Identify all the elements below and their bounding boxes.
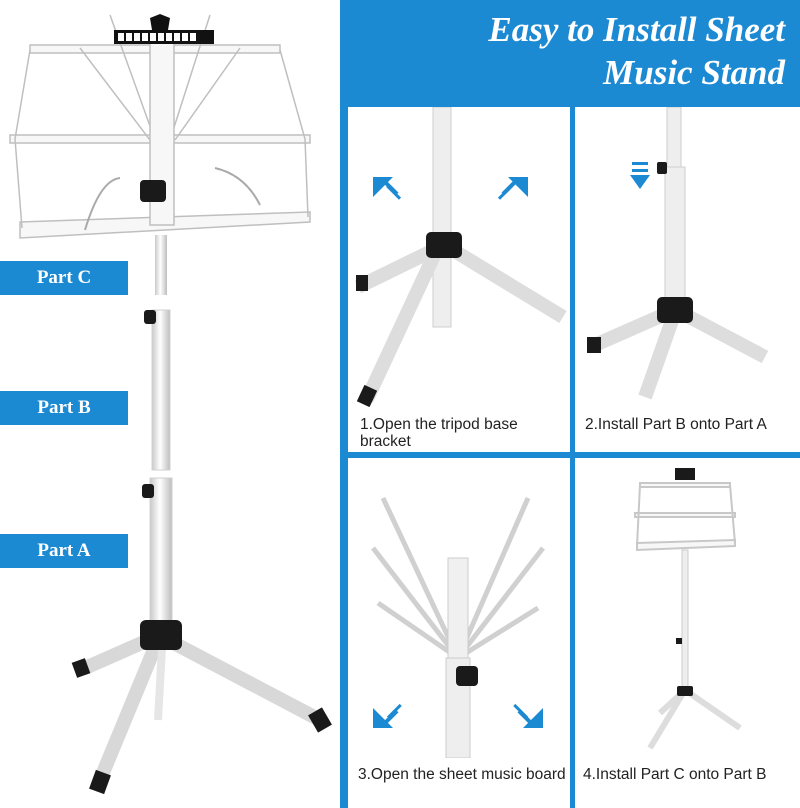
- step-1-panel: 1.Open the tripod base bracket: [348, 107, 570, 452]
- step-2-panel: 2.Install Part B onto Part A: [575, 107, 800, 452]
- part-b-knob-icon: [144, 310, 156, 324]
- arrow-down-left-icon: [373, 703, 402, 728]
- step-4-photo: [634, 468, 742, 750]
- step-1-photo: [354, 107, 567, 407]
- step-4-caption: 4.Install Part C onto Part B: [583, 766, 767, 783]
- step-2-photo: [587, 107, 769, 400]
- part-c-tube: [155, 235, 167, 295]
- step-2-caption: 2.Install Part B onto Part A: [585, 416, 767, 433]
- arrow-down-icon: [630, 162, 650, 189]
- arrow-up-right-icon: [497, 177, 528, 200]
- part-a-label: Part A: [0, 534, 128, 568]
- part-b-label: Part B: [0, 391, 128, 425]
- title-line-1: Easy to Install Sheet: [488, 10, 785, 49]
- arrow-up-left-icon: [373, 177, 402, 200]
- title-line-2: Music Stand: [603, 53, 785, 92]
- part-a-tube: [149, 477, 173, 629]
- sheet-music-desk: [9, 14, 311, 239]
- step-3-photo: [371, 496, 545, 758]
- part-b-tube: [151, 309, 171, 471]
- piano-clip-icon: [114, 14, 214, 44]
- desk-knob-icon: [140, 180, 166, 202]
- arrow-down-right-icon: [513, 703, 543, 728]
- stand-exploded-illustration: [9, 14, 332, 795]
- part-c-label: Part C: [0, 261, 128, 295]
- step-1-caption: 1.Open the tripod base bracket: [360, 416, 518, 450]
- step-4-panel: 4.Install Part C onto Part B: [575, 458, 800, 808]
- tripod-base: [71, 620, 332, 795]
- step-3-caption: 3.Open the sheet music board: [358, 766, 566, 783]
- part-a-knob-icon: [142, 484, 154, 498]
- page-title: Easy to Install Sheet Music Stand: [345, 8, 785, 94]
- step-3-panel: 3.Open the sheet music board: [348, 458, 570, 808]
